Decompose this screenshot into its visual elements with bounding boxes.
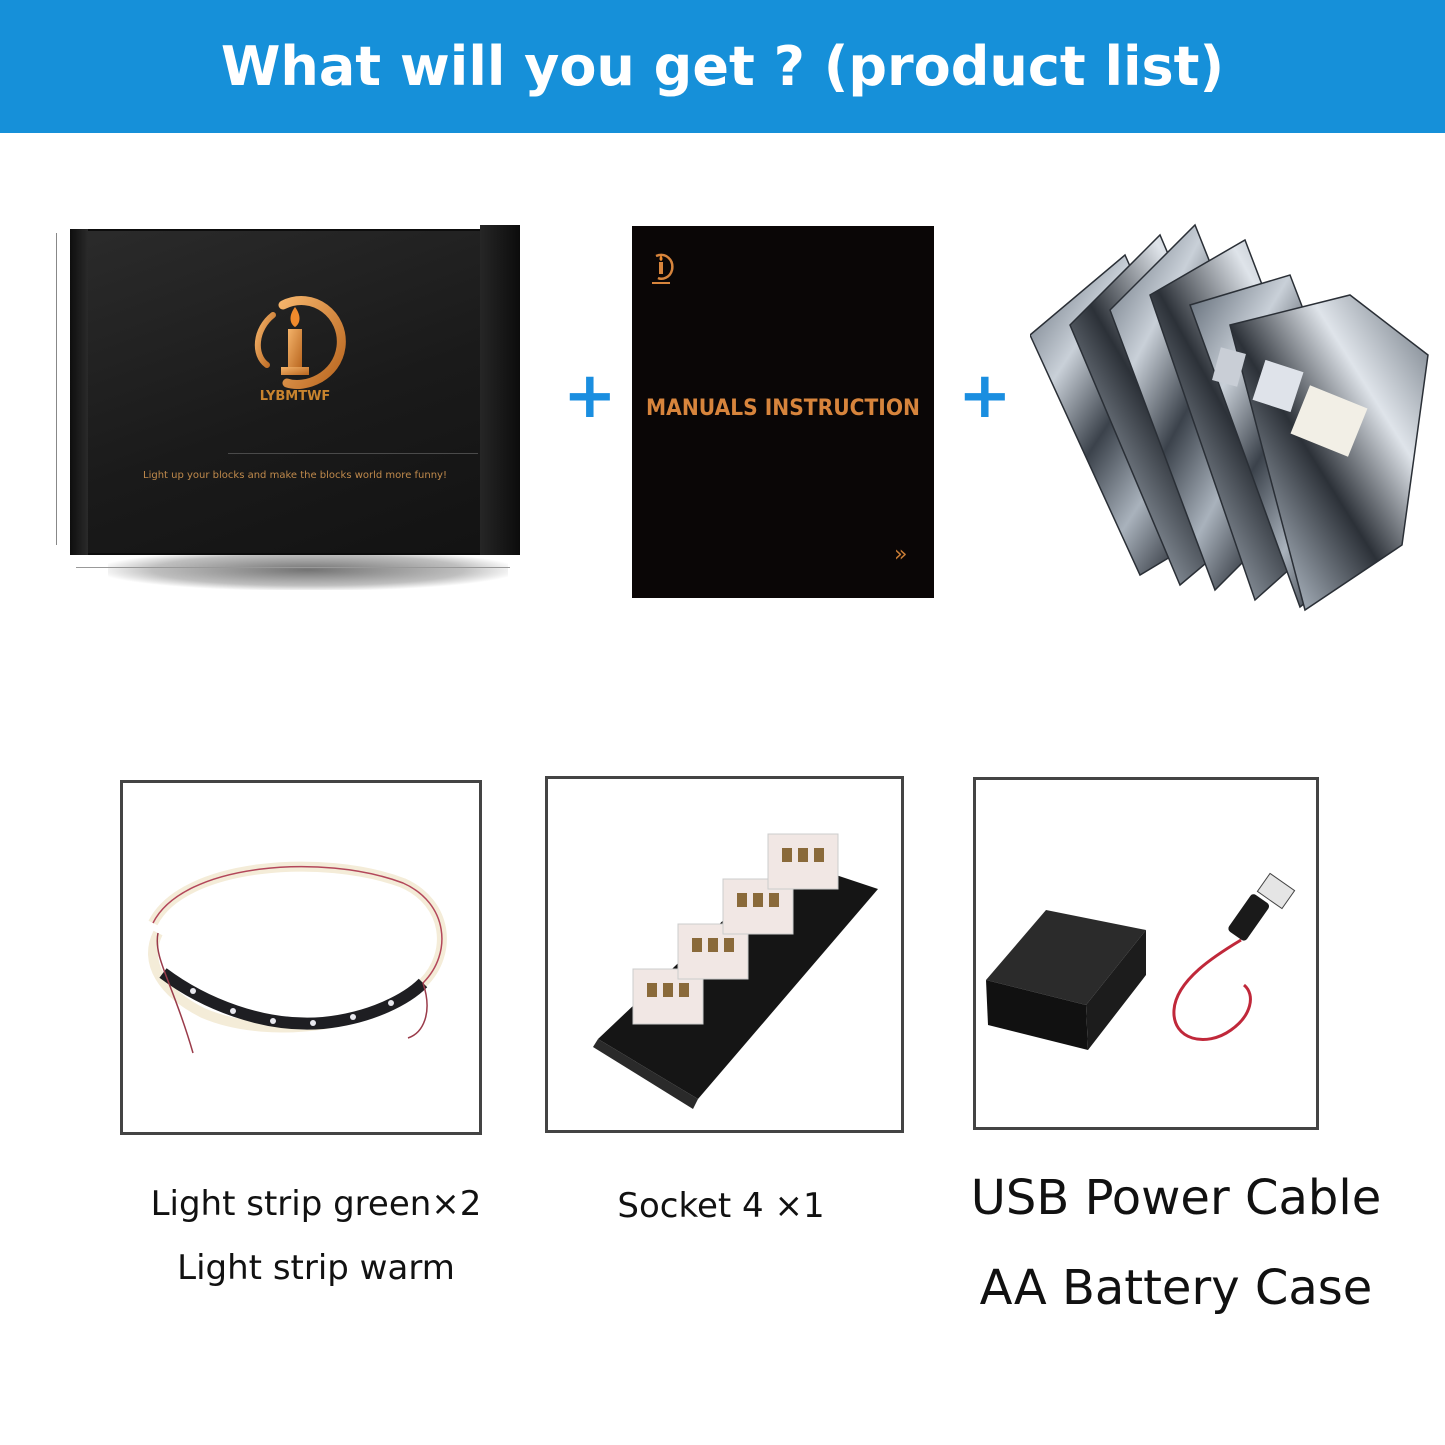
- battery-usb-image: [986, 872, 1296, 1050]
- item-caption: USB Power Cable: [970, 1170, 1382, 1226]
- item-caption: Socket 4 ×1: [617, 1186, 825, 1226]
- box-flap-left: [70, 229, 88, 555]
- bag-label: [1212, 347, 1246, 387]
- candle-logo-icon: [254, 296, 346, 389]
- double-chevron-icon: »: [894, 542, 908, 567]
- usb-cable: [1172, 872, 1296, 1041]
- box-slogan-rule: [228, 453, 478, 454]
- battery-case: [986, 910, 1146, 1050]
- manual-title: MANUALS INSTRUCTION: [646, 396, 920, 421]
- bag-label: [1290, 385, 1368, 457]
- bag-label: [1252, 359, 1304, 413]
- product-box-image: LYBMTWF Light up your blocks and make th…: [48, 205, 528, 605]
- box-flap-right: [480, 225, 520, 555]
- socket-board-image: [593, 833, 878, 1109]
- candle-logo-icon: [652, 253, 674, 284]
- item-caption: Light strip green×2: [150, 1184, 482, 1224]
- box-slogan-text: Light up your blocks and make the blocks…: [143, 470, 447, 481]
- power-frame: [973, 777, 1319, 1130]
- socket-frame: [545, 776, 904, 1133]
- anti-static-bags-image: [1030, 223, 1429, 612]
- plus-icon: +: [563, 359, 617, 433]
- light-strip-frame: [120, 780, 482, 1135]
- page-title: What will you get ? (product list): [220, 35, 1225, 98]
- item-caption: AA Battery Case: [979, 1260, 1373, 1316]
- manual-image: MANUALS INSTRUCTION »: [632, 226, 934, 598]
- header-banner: What will you get ? (product list): [0, 0, 1445, 133]
- item-caption: Light strip warm: [177, 1248, 455, 1288]
- dimension-line-vertical: [56, 233, 57, 545]
- bag-stack: [1030, 223, 1429, 612]
- box-brand-text: LYBMTWF: [259, 389, 331, 404]
- plus-icon: +: [958, 359, 1012, 433]
- socket-connectors: [632, 833, 839, 1025]
- box-shadow: [108, 550, 508, 590]
- box-body: [70, 229, 520, 555]
- light-strip-image: [148, 861, 447, 1054]
- dimension-line-horizontal: [76, 567, 510, 568]
